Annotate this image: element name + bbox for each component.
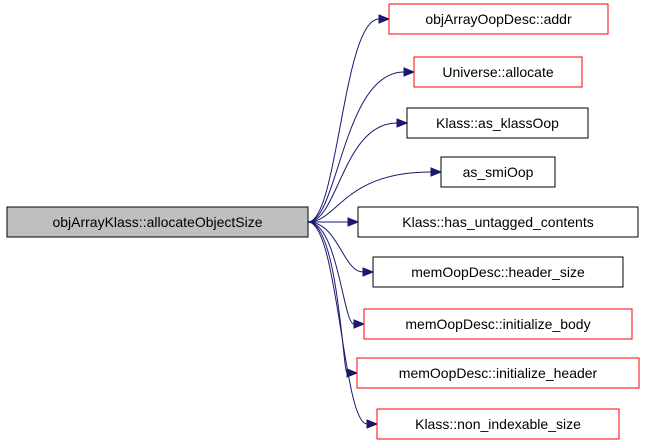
- callee-node-as-klassoop[interactable]: Klass::as_klassOop: [406, 107, 589, 139]
- callee-node-box: [356, 357, 640, 389]
- call-edge-arrowhead: [347, 217, 360, 227]
- callee-node-label: objArrayOopDesc::addr: [425, 11, 572, 27]
- call-edge: [307, 18, 380, 223]
- callee-node-addr[interactable]: objArrayOopDesc::addr: [388, 3, 609, 35]
- callee-node-box: [372, 256, 624, 288]
- call-edge: [307, 221, 368, 425]
- call-edge-arrowhead: [362, 267, 375, 277]
- callee-node-has-untagged-contents[interactable]: Klass::has_untagged_contents: [357, 206, 639, 238]
- callee-node-box: [388, 3, 609, 35]
- call-edge-arrowhead: [346, 368, 359, 378]
- call-edge-arrowhead: [378, 14, 391, 24]
- callee-node-box: [376, 408, 620, 440]
- callee-node-allocate[interactable]: Universe::allocate: [413, 56, 583, 88]
- callee-node-initialize-header[interactable]: memOopDesc::initialize_header: [356, 357, 640, 389]
- call-edge: [307, 221, 348, 374]
- callee-node-label: Universe::allocate: [442, 64, 553, 80]
- call-edge-arrowhead: [403, 67, 416, 77]
- callee-node-box: [406, 107, 589, 139]
- call-edge-arrowhead: [366, 419, 379, 429]
- source-node[interactable]: objArrayKlass::allocateObjectSize: [6, 206, 309, 238]
- callee-node-header-size[interactable]: memOopDesc::header_size: [372, 256, 624, 288]
- call-edge: [307, 71, 405, 223]
- call-edge-arrowhead: [396, 118, 409, 128]
- callee-node-label: Klass::as_klassOop: [436, 115, 559, 131]
- callee-node-label: memOopDesc::header_size: [411, 264, 585, 280]
- callee-node-label: Klass::has_untagged_contents: [402, 214, 593, 230]
- callee-node-box: [363, 308, 633, 340]
- callee-node-label: memOopDesc::initialize_body: [405, 316, 590, 332]
- source-node-label: objArrayKlass::allocateObjectSize: [52, 214, 262, 230]
- callee-node-label: Klass::non_indexable_size: [415, 416, 581, 432]
- call-edge: [307, 122, 398, 223]
- callee-node-non-indexable-size[interactable]: Klass::non_indexable_size: [376, 408, 620, 440]
- callee-node-initialize-body[interactable]: memOopDesc::initialize_body: [363, 308, 633, 340]
- call-edge: [307, 221, 364, 273]
- callee-node-box: [357, 206, 639, 238]
- call-edge: [307, 171, 432, 223]
- callee-node-label: memOopDesc::initialize_header: [399, 365, 598, 381]
- call-edges: [307, 14, 443, 429]
- callee-node-as-smioop[interactable]: as_smiOop: [440, 156, 556, 188]
- callee-node-box: [440, 156, 556, 188]
- callee-node-box: [413, 56, 583, 88]
- call-edge: [307, 221, 355, 325]
- call-edge-arrowhead: [430, 167, 443, 177]
- source-node-box: [6, 206, 309, 238]
- callee-node-label: as_smiOop: [463, 164, 534, 180]
- call-edge-arrowhead: [353, 319, 366, 329]
